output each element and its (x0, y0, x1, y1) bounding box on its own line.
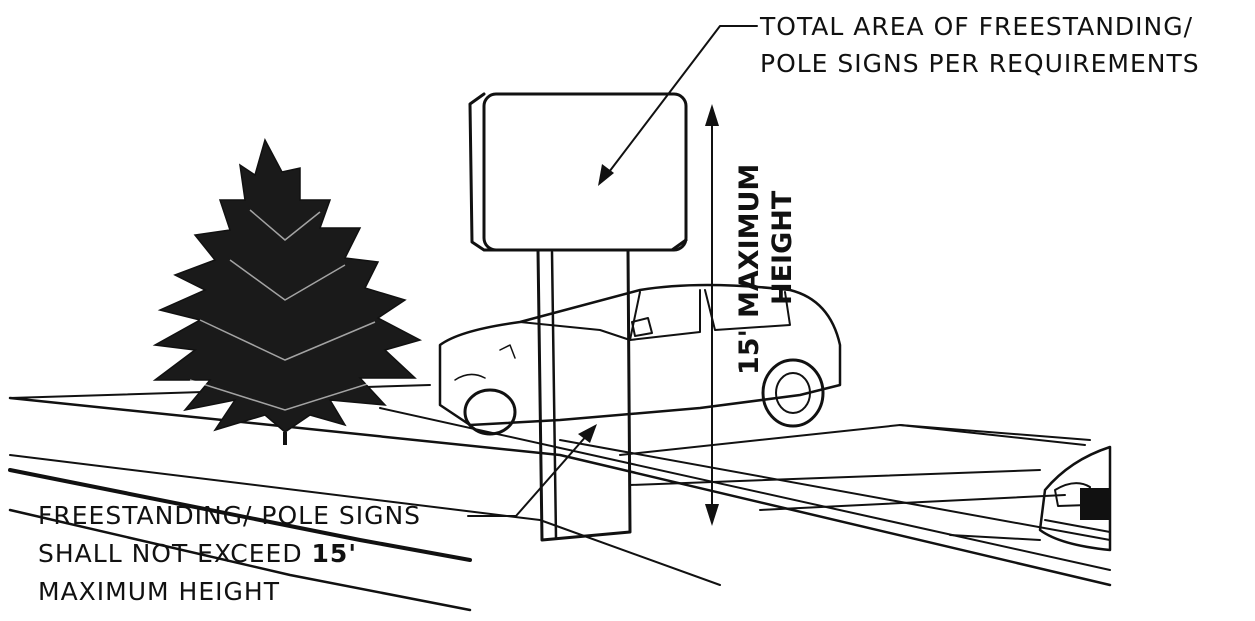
bottom-callout-line1: FREESTANDING/ POLE SIGNS (38, 501, 421, 530)
suv-rear-wheel (761, 358, 825, 428)
suv-car (438, 283, 842, 436)
dimension-label-height: HEIGHT (767, 190, 798, 305)
front-car (1038, 445, 1112, 552)
front-car-grille (1080, 488, 1110, 520)
top-callout-line2: POLE SIGNS PER REQUIREMENTS (760, 49, 1200, 78)
dimension-label-maximum: MAXIMUM (734, 164, 765, 318)
bottom-callout-line2: SHALL NOT EXCEED 15' (38, 539, 357, 568)
bottom-callout-leader (467, 424, 597, 517)
evergreen-tree (152, 138, 423, 445)
top-callout-line1: TOTAL AREA OF FREESTANDING/ (759, 12, 1193, 41)
bottom-callout-line2-text: SHALL NOT EXCEED (38, 539, 312, 568)
parking-stalls (619, 424, 1091, 541)
bottom-callout-height-value: 15' (312, 539, 357, 568)
bottom-callout-line3: MAXIMUM HEIGHT (38, 577, 280, 606)
height-dimension-arrow (705, 104, 719, 526)
sign-panel (482, 92, 688, 252)
pole-sign (468, 92, 688, 542)
top-callout-leader (598, 25, 758, 186)
ground (8, 384, 1112, 612)
suv-rear-wheel-rim (775, 372, 811, 414)
sign-panel-edge (468, 92, 688, 252)
dimension-value: 15' (734, 329, 765, 375)
suv-front-wheel (463, 388, 517, 436)
